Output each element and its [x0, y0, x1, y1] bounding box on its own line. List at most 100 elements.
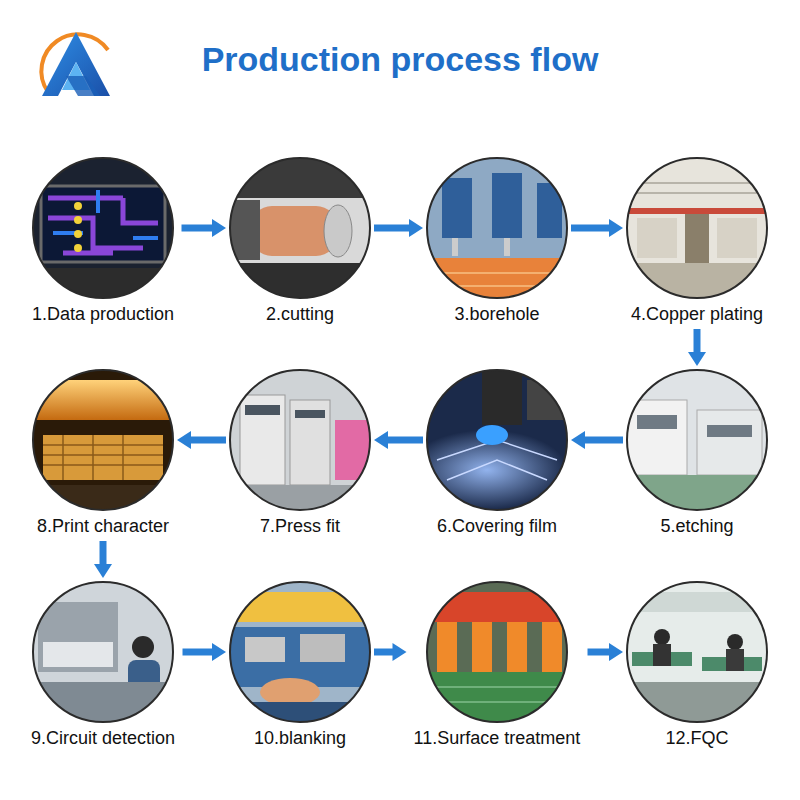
- process-step: 3.borehole: [427, 158, 567, 325]
- flow-arrow: [183, 643, 227, 661]
- drawing-part: [230, 370, 370, 510]
- process-step: 10.blanking: [230, 582, 370, 749]
- drawing-part: [507, 622, 527, 672]
- photo: [230, 582, 370, 722]
- arrow-shaft: [374, 649, 395, 656]
- step-label: 10.blanking: [254, 727, 346, 749]
- drawing-part: [427, 582, 567, 722]
- drawing-part: [427, 370, 567, 510]
- drawing-part: [627, 582, 767, 722]
- arrow-head: [374, 431, 388, 449]
- photo: [627, 582, 767, 722]
- flow-arrow: [177, 431, 226, 449]
- drawing-part: [41, 186, 165, 262]
- drawing-part: [230, 158, 370, 298]
- arrow-head: [609, 643, 623, 661]
- flow-arrow: [374, 219, 423, 237]
- drawing-part: [33, 158, 173, 298]
- arrow-shaft: [183, 649, 215, 656]
- step-label: 7.Press fit: [260, 515, 340, 537]
- drawing-part: [33, 380, 173, 420]
- label-row: 4.Copper plating: [627, 303, 767, 325]
- drawing-part: [33, 582, 173, 722]
- drawing-part: [627, 158, 767, 298]
- arrow-head: [688, 352, 706, 366]
- photo-space: [33, 370, 173, 515]
- drawing-part: [482, 370, 522, 425]
- photo-space: [230, 582, 370, 727]
- drawing-part: [627, 158, 767, 298]
- process-step: 7.Press fit: [230, 370, 370, 537]
- arrow-shaft: [189, 437, 226, 444]
- drawing-part: [245, 637, 285, 662]
- photo-space: [627, 370, 767, 515]
- label-row: 6.Covering film: [427, 515, 567, 537]
- step-label: 11.Surface treatment: [414, 727, 581, 749]
- drawing-part: [33, 370, 173, 510]
- process-step: 12.FQC: [627, 582, 767, 749]
- logo-mark: [66, 76, 100, 96]
- flow-arrow: [571, 431, 623, 449]
- drawing-part: [290, 400, 330, 485]
- drawing-part: [697, 410, 762, 475]
- drawing-part: [542, 622, 562, 672]
- drawing-part: [427, 592, 567, 622]
- arrow-head: [212, 219, 226, 237]
- arrow-head: [409, 219, 423, 237]
- photo: [230, 158, 370, 298]
- photo: [427, 582, 567, 722]
- drawing-part: [33, 370, 173, 510]
- drawing-part: [324, 205, 352, 257]
- arrow-head: [212, 643, 226, 661]
- drawing-part: [627, 208, 767, 214]
- photo-space: [230, 370, 370, 515]
- drawing-part: [627, 582, 767, 722]
- drawing-part: [707, 425, 752, 437]
- step-label: 8.Print character: [37, 515, 169, 537]
- photo-space: [411, 582, 584, 727]
- step-label: 4.Copper plating: [631, 303, 763, 325]
- drawing-part: [74, 230, 82, 238]
- drawing-part: [230, 702, 370, 722]
- process-step: 1.Data production: [29, 158, 178, 325]
- drawing-part: [74, 202, 82, 210]
- photo-space: [28, 582, 179, 727]
- drawing-part: [452, 238, 458, 256]
- process-step: 5.etching: [627, 370, 767, 537]
- arrow-shaft: [571, 225, 611, 232]
- photo: [33, 582, 173, 722]
- drawing-part: [38, 602, 118, 672]
- drawing-part: [427, 158, 567, 298]
- arrow-shaft: [583, 437, 623, 444]
- flow-arrow: [588, 643, 624, 661]
- drawing-part: [717, 218, 757, 258]
- drawing-part: [637, 415, 677, 429]
- drawing-part: [637, 218, 677, 258]
- flow-arrow: [182, 219, 227, 237]
- drawing-part: [442, 178, 472, 238]
- process-step: 8.Print character: [33, 370, 173, 537]
- drawing-part: [654, 629, 670, 645]
- drawing-part: [33, 158, 173, 298]
- photo: [427, 158, 567, 298]
- photo: [627, 158, 767, 298]
- photo-space: [230, 158, 370, 303]
- photo-space: [427, 158, 567, 303]
- drawing-part: [627, 475, 767, 510]
- drawing-part: [726, 649, 744, 671]
- label-row: 12.FQC: [627, 727, 767, 749]
- drawing-part: [33, 582, 173, 722]
- label-row: 7.Press fit: [230, 515, 370, 537]
- label-row: 3.borehole: [427, 303, 567, 325]
- arrow-head: [609, 219, 623, 237]
- drawing-part: [43, 435, 163, 480]
- drawing-part: [627, 263, 767, 298]
- drawing-part: [295, 410, 325, 418]
- drawing-part: [230, 370, 370, 510]
- photo: [33, 370, 173, 510]
- label-row: 5.etching: [627, 515, 767, 537]
- drawing-part: [427, 273, 567, 286]
- label-row: 10.blanking: [230, 727, 370, 749]
- photo: [230, 370, 370, 510]
